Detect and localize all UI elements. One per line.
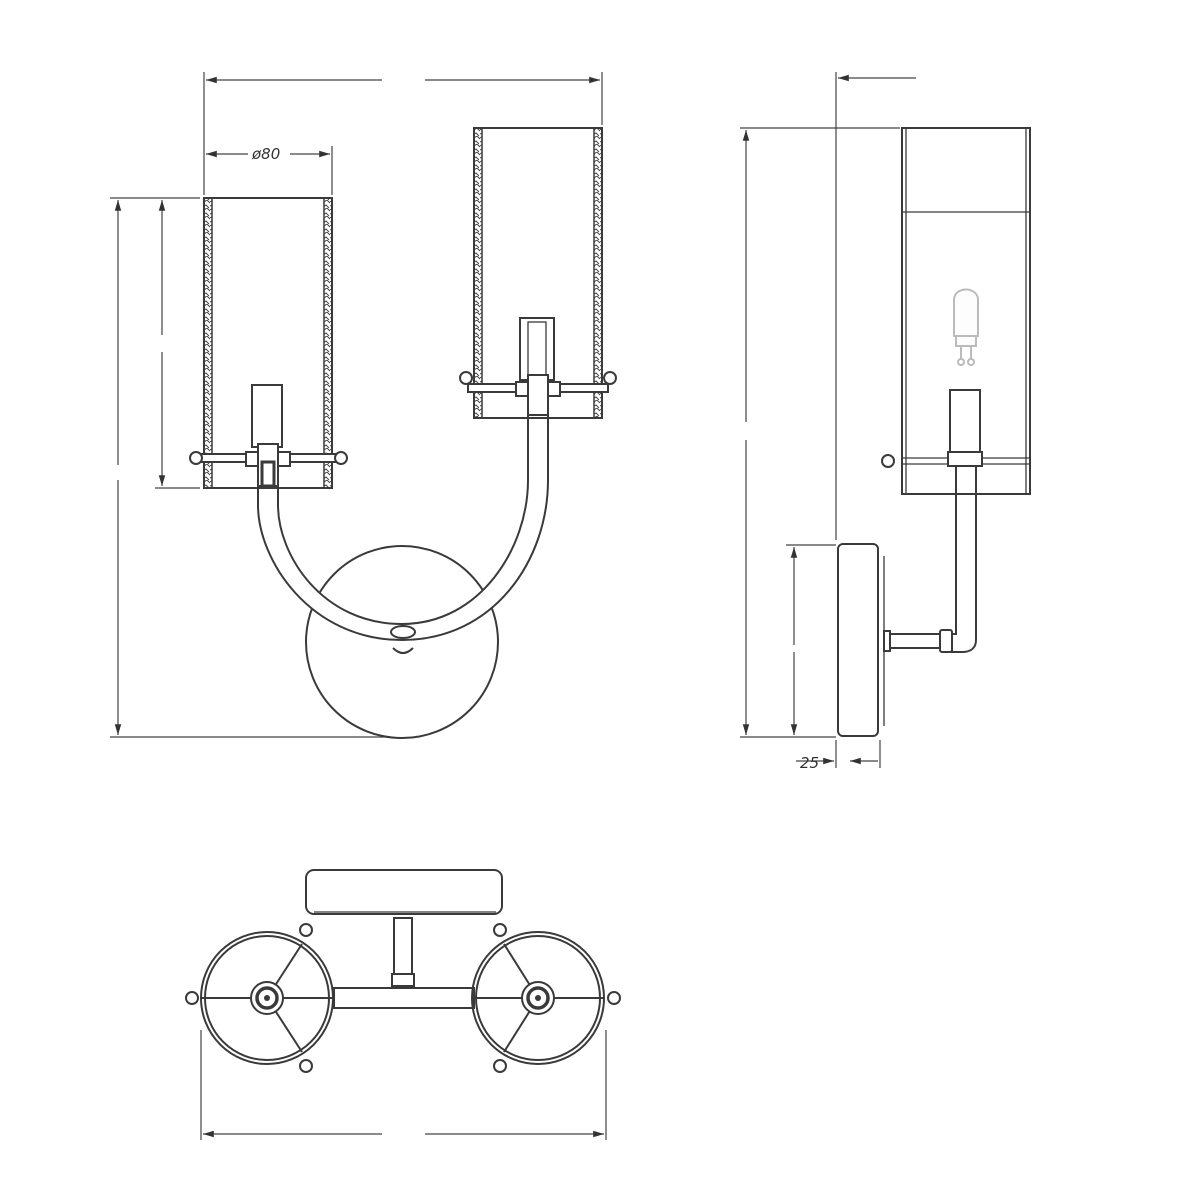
top-wall-plate <box>305 869 503 915</box>
side-view: 25 <box>740 72 1031 772</box>
left-shade <box>189 197 348 489</box>
side-top-dimension <box>835 72 916 540</box>
right-lamp-socket <box>519 317 555 381</box>
top-right-shade <box>471 923 621 1073</box>
top-view <box>185 869 621 1140</box>
side-shade <box>881 127 1031 495</box>
shade-diameter-dimension: ø80 <box>206 145 333 195</box>
top-width-dimension <box>200 1030 607 1140</box>
wall-plate <box>305 545 499 739</box>
overall-width-dimension <box>203 72 603 195</box>
wall-plate-height-dimension <box>786 544 836 735</box>
side-arm <box>883 465 977 653</box>
overall-height-dimension <box>110 197 390 738</box>
side-height-dimension <box>740 127 900 738</box>
bulb-icon <box>953 288 979 366</box>
shade-height-dimension <box>155 200 200 489</box>
side-lamp-socket <box>949 389 981 455</box>
right-shade <box>459 127 617 419</box>
depth-dimension: 25 <box>796 740 881 772</box>
front-view: ø80 <box>110 72 617 739</box>
left-lamp-socket <box>251 384 283 448</box>
top-left-shade <box>185 923 334 1073</box>
side-wall-plate <box>837 543 885 737</box>
curved-arm <box>257 415 549 654</box>
diameter-label: ø80 <box>251 145 280 163</box>
depth-label: 25 <box>800 754 819 772</box>
